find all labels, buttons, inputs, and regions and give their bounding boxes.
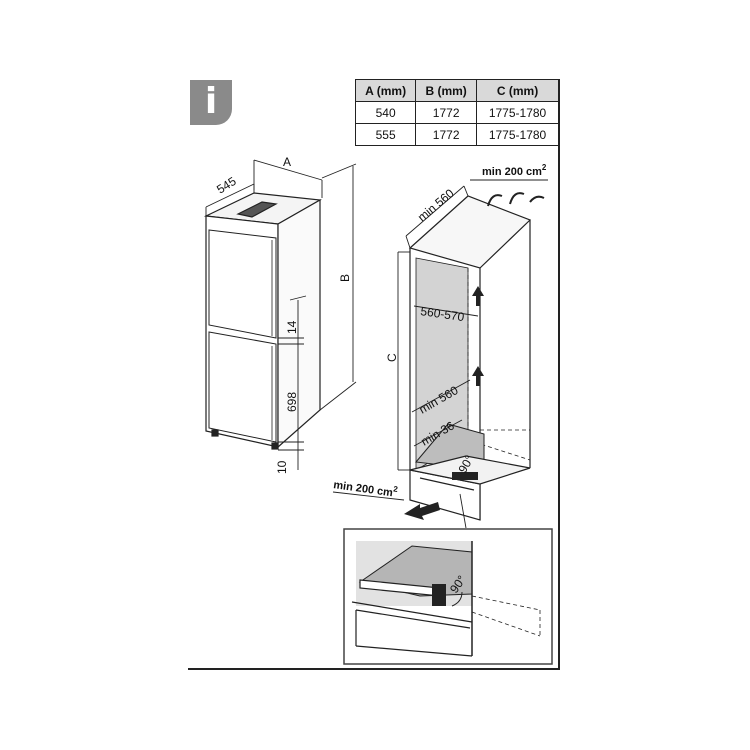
label-gap-14: 14	[285, 320, 299, 334]
dimension-table: A (mm) B (mm) C (mm) 540 1772 1775-1780 …	[354, 79, 559, 146]
label-bottom-10: 10	[275, 460, 289, 474]
header-a: A (mm)	[354, 79, 417, 102]
table-header-row: A (mm) B (mm) C (mm)	[354, 79, 559, 102]
vent-top-sup: 2	[542, 163, 547, 172]
vent-top-text: min 200 cm	[482, 166, 542, 178]
label-niche-height-c: C	[385, 353, 399, 362]
vent-bottom-sup: 2	[393, 484, 399, 494]
table-row: 540 1772 1775-1780	[354, 101, 559, 124]
label-door-698: 698	[285, 392, 299, 412]
info-icon: i	[190, 80, 232, 125]
header-c: C (mm)	[476, 79, 559, 102]
label-vent-bottom: min 200 cm2	[333, 476, 399, 500]
vent-bottom-text: min 200 cm	[333, 479, 394, 499]
detail-inset	[343, 528, 553, 665]
label-height-b: B	[338, 274, 352, 282]
cell: 1772	[415, 101, 478, 124]
info-glyph: i	[204, 81, 218, 122]
cell: 1775-1780	[476, 123, 559, 146]
vent-top-arrows	[487, 192, 545, 207]
label-width-a: A	[283, 155, 291, 169]
cell: 1775-1780	[476, 101, 559, 124]
label-vent-top: min 200 cm2	[482, 163, 547, 178]
appliance-dimensions	[205, 159, 357, 470]
airflow-arrows	[404, 286, 484, 520]
niche-drawing	[408, 195, 532, 521]
detail-leader	[459, 493, 467, 529]
label-niche-width: 560-570	[420, 304, 466, 324]
diagram-frame	[188, 79, 560, 670]
cell: 555	[354, 123, 417, 146]
appliance-drawing	[203, 192, 322, 450]
cell: 1772	[415, 123, 478, 146]
table-row: 555 1772 1775-1780	[354, 123, 559, 146]
vent-bottom-leader	[332, 491, 405, 501]
niche-dimensions	[397, 179, 548, 471]
cell: 540	[354, 101, 417, 124]
